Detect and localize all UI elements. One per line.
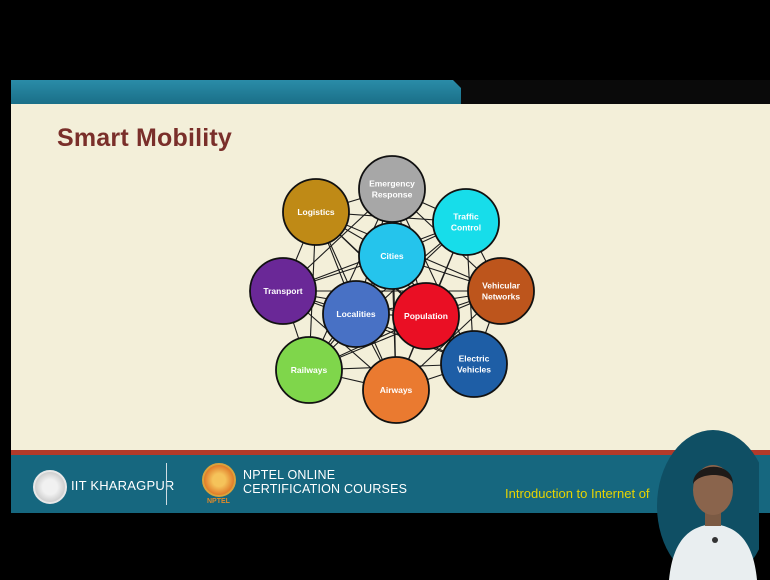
node-circle-airways	[362, 356, 430, 424]
node-circle-electric	[440, 330, 508, 398]
node-circle-transport	[249, 257, 317, 325]
node-circle-traffic	[432, 188, 500, 256]
node-label-vehicular: Vehicular	[482, 281, 520, 291]
node-cities: Cities	[358, 222, 426, 290]
node-transport: Transport	[249, 257, 317, 325]
iit-kharagpur-logo-icon	[33, 470, 67, 504]
node-circle-logistics	[282, 178, 350, 246]
node-localities: Localities	[322, 280, 390, 348]
footer-divider	[166, 463, 167, 505]
node-logistics: Logistics	[282, 178, 350, 246]
institute-name: IIT KHARAGPUR	[71, 478, 175, 493]
node-population: Population	[392, 282, 460, 350]
node-label-airways: Airways	[380, 385, 413, 395]
node-label-vehicular: Networks	[482, 292, 521, 302]
node-label-population: Population	[404, 311, 448, 321]
node-label-transport: Transport	[263, 286, 302, 296]
presenter-face	[693, 465, 733, 515]
nptel-logo-icon	[202, 463, 236, 497]
presenter-hair	[693, 466, 733, 484]
node-railways: Railways	[275, 336, 343, 404]
node-label-electric: Vehicles	[457, 365, 491, 375]
microphone-icon	[712, 537, 718, 543]
node-circle-cities	[358, 222, 426, 290]
node-label-emergency: Emergency	[369, 179, 415, 189]
node-label-traffic: Control	[451, 223, 481, 233]
node-label-railways: Railways	[291, 365, 328, 375]
connection-line	[308, 221, 467, 371]
node-circle-emergency	[358, 155, 426, 223]
node-circle-railways	[275, 336, 343, 404]
header-dark-section	[461, 80, 770, 104]
node-label-emergency: Response	[372, 190, 413, 200]
bottom-black-bar	[11, 513, 770, 580]
presenter-shirt	[669, 524, 757, 580]
node-label-logistics: Logistics	[297, 207, 335, 217]
nptel-logo-text: NPTEL	[207, 498, 230, 505]
slide-title: Smart Mobility	[57, 124, 233, 152]
node-label-localities: Localities	[336, 309, 375, 319]
node-airways: Airways	[362, 356, 430, 424]
nptel-line-2: CERTIFICATION COURSES	[243, 482, 408, 496]
node-circle-population	[392, 282, 460, 350]
presenter-video-thumbnail	[657, 430, 759, 580]
top-black-bar	[11, 0, 770, 80]
footer-accent-line	[11, 450, 770, 455]
node-label-electric: Electric	[459, 354, 490, 364]
node-label-traffic: Traffic	[453, 212, 479, 222]
node-label-cities: Cities	[380, 251, 403, 261]
nptel-line-1: NPTEL ONLINE	[243, 468, 336, 482]
node-circle-vehicular	[467, 257, 535, 325]
node-circle-localities	[322, 280, 390, 348]
course-title: Introduction to Internet of	[505, 486, 650, 501]
footer-bar: IIT KHARAGPUR NPTEL NPTEL ONLINE CERTIFI…	[11, 455, 770, 513]
